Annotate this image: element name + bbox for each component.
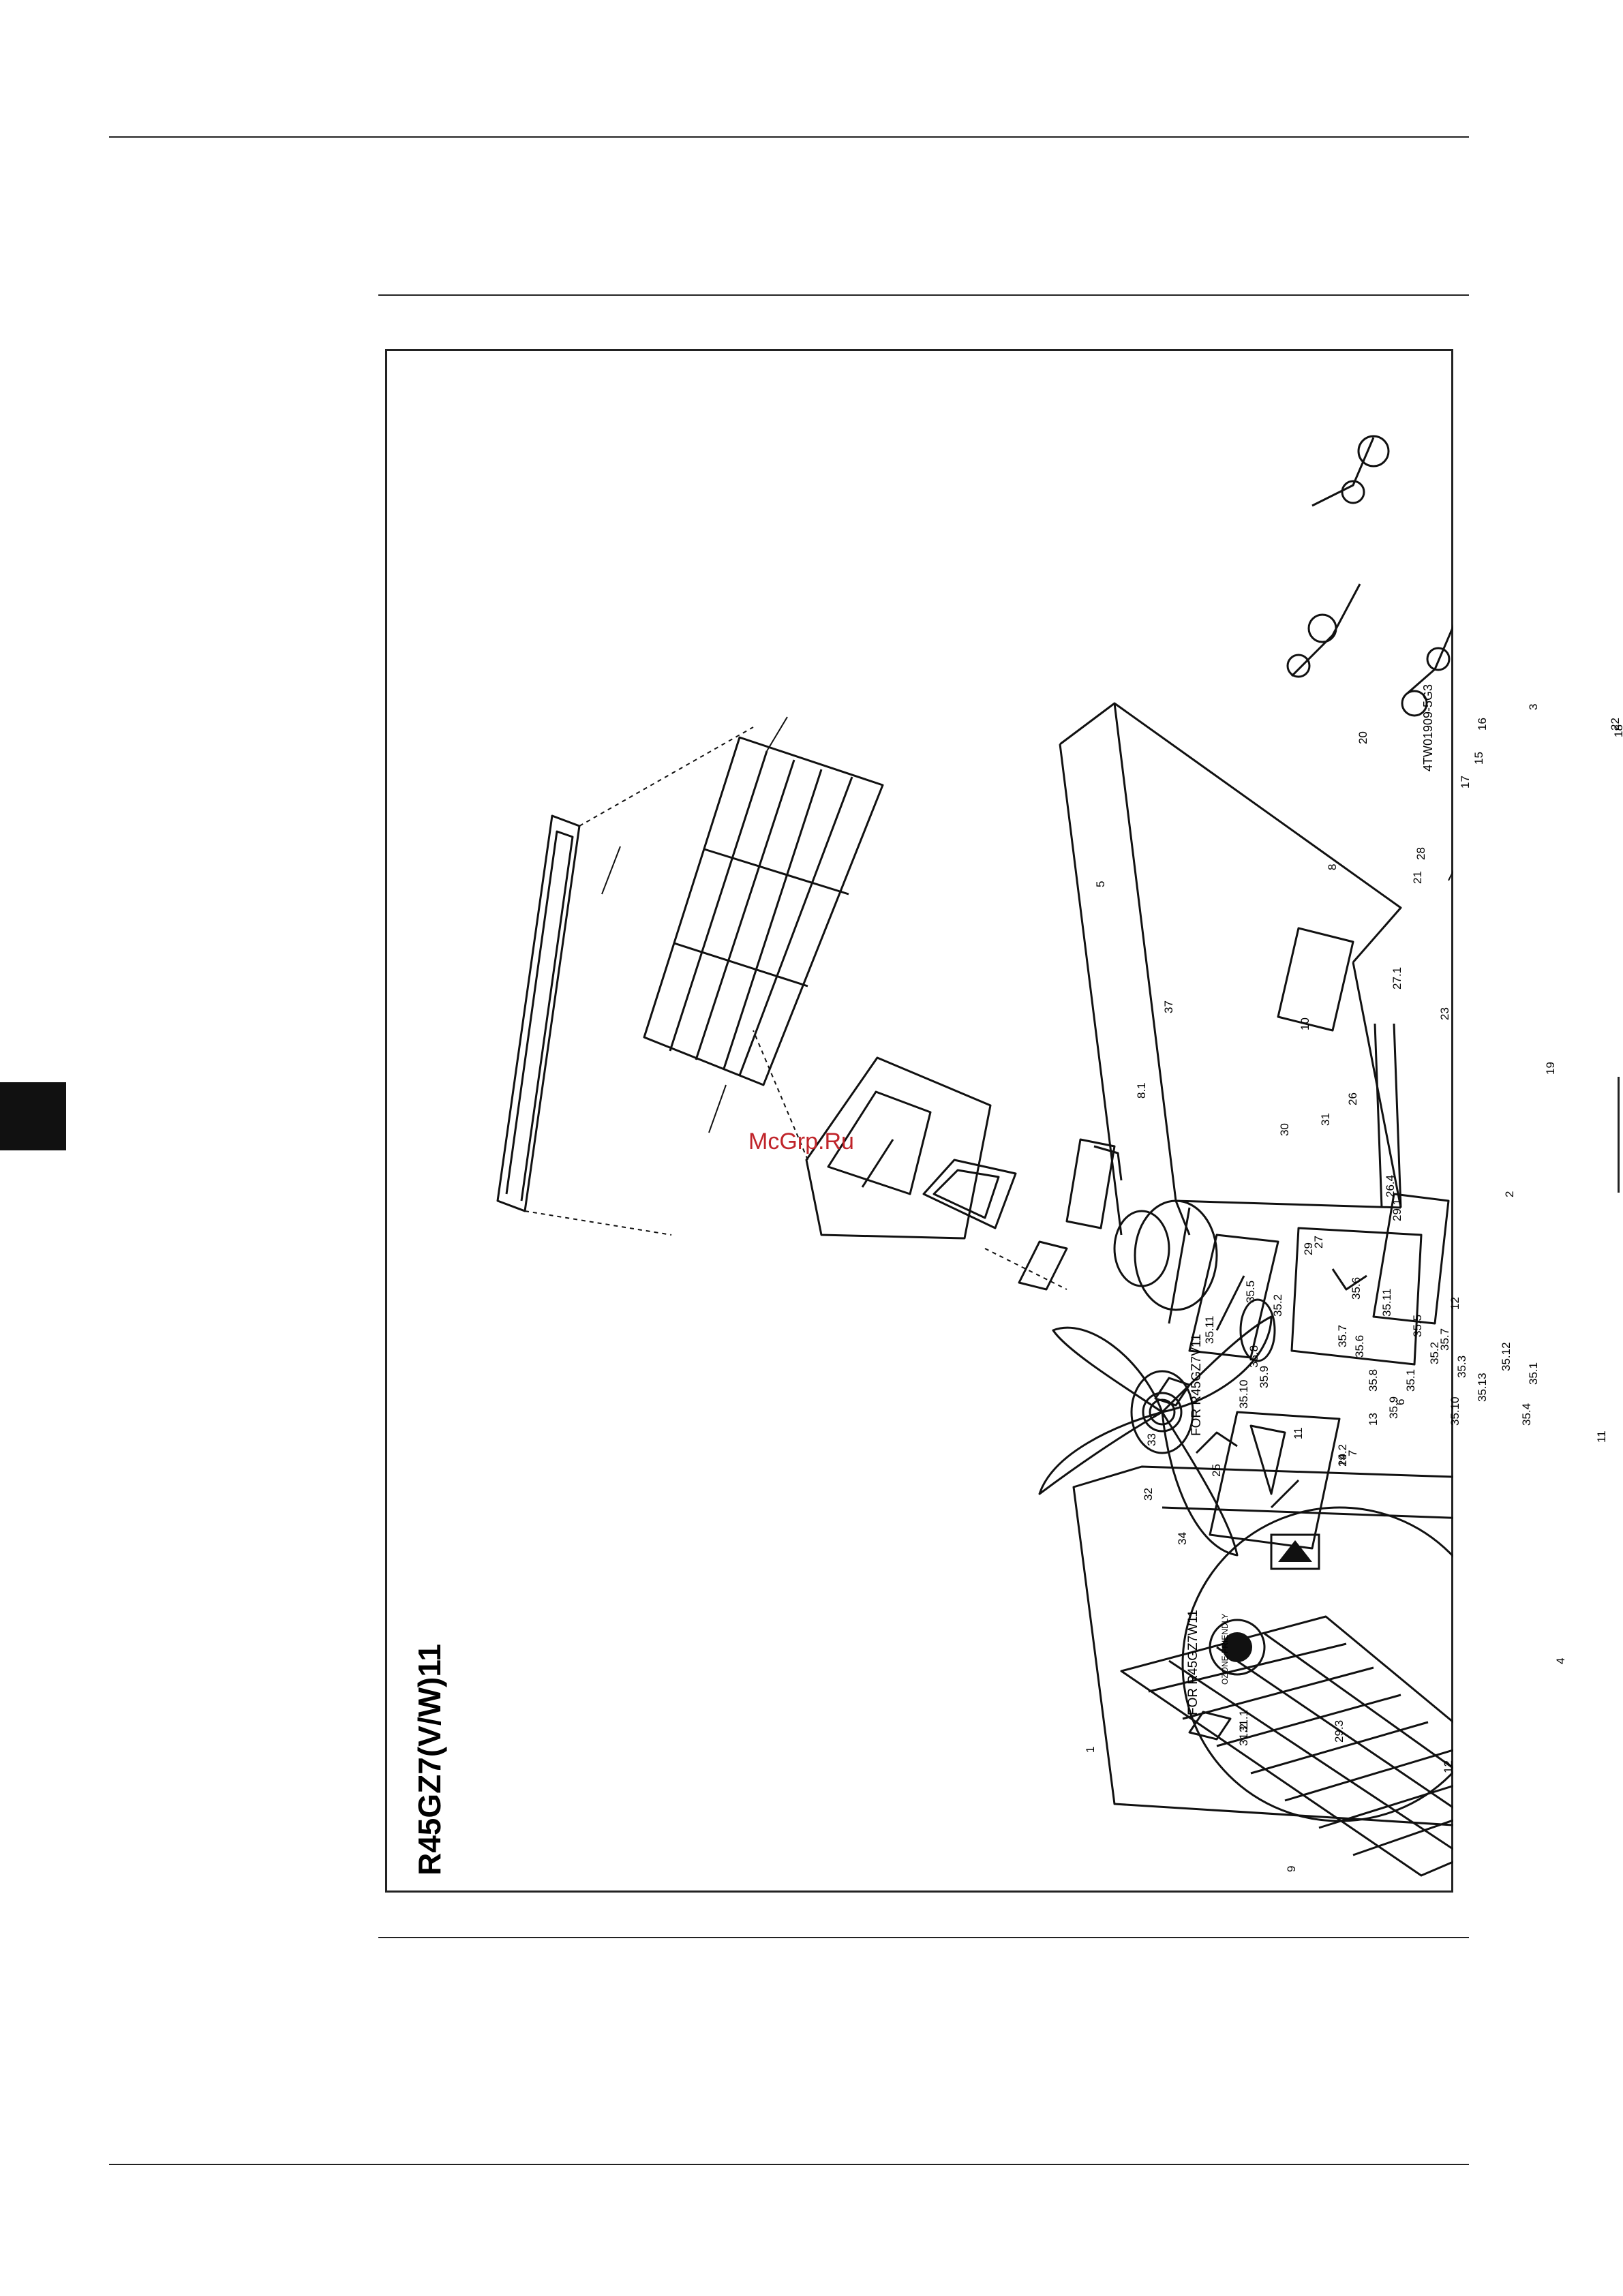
part-label: 35.3 (1455, 1355, 1468, 1378)
part-label: 29.2 (1336, 1443, 1349, 1467)
part-label: 9 (1285, 1865, 1298, 1872)
part-label: 8.1 (1135, 1082, 1148, 1099)
bottom-rule (109, 2164, 1469, 2165)
part-label: 35.9 (1387, 1396, 1400, 1419)
part-label: 35.5 (1411, 1314, 1424, 1337)
leader-lines (601, 716, 1453, 1133)
stop-valve-assembly (1286, 435, 1453, 717)
drawing-number: 4TW01909-5G3 (1421, 684, 1435, 771)
part-label: 29.1 (1391, 1198, 1404, 1221)
part-label: 29.3 (1333, 1719, 1346, 1743)
part-label: 11 (1595, 1430, 1608, 1443)
part-label: 11 (1292, 1427, 1305, 1439)
part-label: 16 (1476, 718, 1489, 731)
warning-label (1270, 1533, 1320, 1570)
unit-casing (1059, 702, 1402, 1236)
top-plate (496, 814, 581, 1212)
eco-logo-text: OZONE FRIENDLY (1220, 1613, 1230, 1685)
part-label: 30 (1278, 1123, 1291, 1136)
part-label: 26 (1346, 1092, 1359, 1105)
part-label: 35.1 (1527, 1362, 1540, 1385)
exploded-view-diagram: R45GZ7(V/W)11 4TW01909-5G3 FOR R45GZ7V11… (385, 349, 1623, 1893)
part-label: 29 (1302, 1242, 1315, 1255)
part-label: 33 (1145, 1433, 1158, 1446)
part-label: 35.7 (1438, 1328, 1451, 1351)
variant-label-w11: FOR R45GZ7W11 (1186, 1610, 1200, 1715)
part-label: 19 (1544, 1062, 1557, 1075)
part-label: 31.2 (1237, 1723, 1250, 1746)
part-label: 35.8 (1367, 1368, 1380, 1392)
part-label: 35.10 (1448, 1396, 1461, 1426)
part-label: 3 (1527, 703, 1540, 710)
switch-box-w11 (1195, 1411, 1341, 1550)
part-label: 10 (1299, 1017, 1311, 1030)
part-label: 35.2 (1271, 1294, 1284, 1317)
misc-parts (1154, 1377, 1232, 1741)
part-label: 35.10 (1237, 1379, 1250, 1409)
margin-marker (1618, 1077, 1620, 1193)
part-label: 35.1 (1404, 1368, 1417, 1392)
part-label: 35.7 (1336, 1324, 1349, 1347)
part-label: 35.11 (1203, 1315, 1216, 1344)
fan-motor (1130, 927, 1354, 1454)
part-label: 28 (1414, 847, 1427, 860)
part-label: 5 (1094, 881, 1107, 887)
alignment-lines (524, 726, 1067, 1290)
part-label: 22 (1609, 718, 1622, 731)
compressor (1018, 1138, 1450, 1325)
part-label: 8 (1326, 863, 1339, 870)
wire-guard-grille (643, 736, 884, 1086)
part-label: 35.11 (1380, 1288, 1393, 1317)
part-label: 27.1 (1391, 966, 1404, 990)
part-label: 34 (1176, 1532, 1189, 1545)
part-label: 37 (1162, 1000, 1175, 1013)
part-label: 35.6 (1353, 1334, 1366, 1358)
part-label: 12 (1448, 1297, 1461, 1310)
variant-label-v11: FOR R45GZ7V11 (1189, 1334, 1204, 1436)
part-label: 35.8 (1247, 1345, 1260, 1368)
part-label: 20 (1356, 731, 1369, 744)
propeller-fan (1038, 1315, 1273, 1557)
switch-box-v11 (1188, 1227, 1423, 1366)
part-label: 35.9 (1258, 1365, 1271, 1388)
part-label: 25 (1210, 1464, 1223, 1477)
section-tab (0, 1082, 66, 1150)
watermark: McGrp.Ru (748, 1129, 854, 1154)
side-panel (805, 1056, 992, 1240)
part-label: 26.4 (1384, 1174, 1397, 1197)
part-label: 35.12 (1500, 1342, 1513, 1371)
part-label: 13 (1367, 1413, 1380, 1426)
part-label: 4 (1554, 1657, 1567, 1664)
part-label: 35.6 (1350, 1276, 1363, 1300)
exploded-view-drawing (496, 435, 1453, 1877)
top-rule (109, 136, 1469, 138)
part-label: 31 (1319, 1113, 1332, 1126)
part-label: 21 (1411, 871, 1424, 884)
part-label: 17 (1459, 776, 1472, 789)
ozone-friendly-logo (1209, 1619, 1266, 1676)
part-label: 15 (1472, 752, 1485, 765)
part-label: 35.5 (1244, 1280, 1257, 1303)
service-cover (922, 1159, 1017, 1229)
heat-exchanger-coil (1093, 1023, 1402, 1208)
part-label: 1 (1084, 1746, 1097, 1753)
part-label: 32 (1142, 1488, 1155, 1501)
discharge-grille (1120, 1615, 1453, 1877)
part-label: 35.13 (1476, 1373, 1489, 1402)
part-label: 23 (1438, 1007, 1451, 1020)
part-label: 12 (1442, 1760, 1455, 1773)
header-rule (378, 294, 1469, 296)
footer-rule (378, 1937, 1469, 1938)
part-label: 35.4 (1520, 1403, 1533, 1426)
model-title: R45GZ7(V/W)11 (412, 1644, 447, 1876)
part-label: 2 (1503, 1191, 1516, 1197)
exploded-view-frame (385, 349, 1453, 1893)
